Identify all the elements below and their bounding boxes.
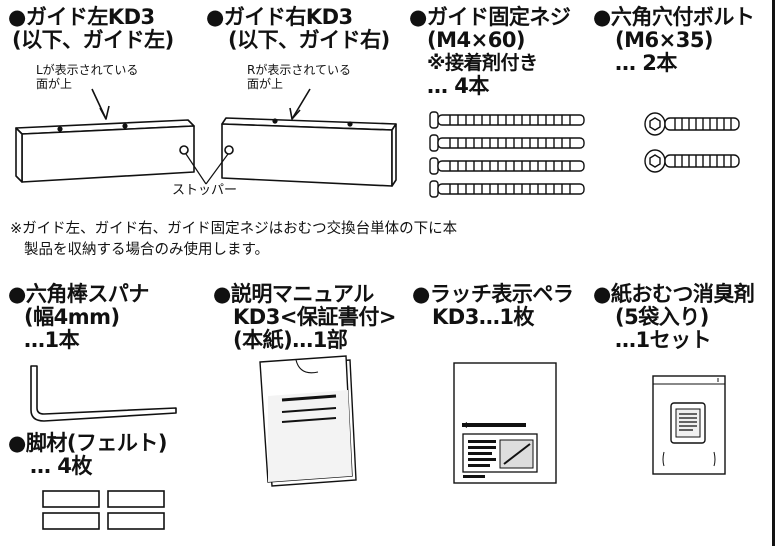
item-quantity: … 4枚 xyxy=(30,454,92,478)
item-guide-right: ●ガイド右KD3 (以下、ガイド右) xyxy=(206,6,390,52)
label-line: Lが表示されている xyxy=(36,63,139,77)
label-stopper: ストッパー xyxy=(172,183,238,198)
label-line: Rが表示されている xyxy=(247,63,351,77)
item-spec: (幅4mm) xyxy=(24,305,120,329)
item-spec: KD3<保証書付> xyxy=(233,305,397,329)
item-spec: (M6×35) xyxy=(615,28,714,52)
latch-label-illustration xyxy=(453,362,557,484)
item-title: ●ガイド右KD3 xyxy=(206,5,353,29)
manual-illustration xyxy=(259,355,357,487)
item-quantity: … 2本 xyxy=(615,51,677,75)
usage-note: ※ガイド左、ガイド右、ガイド固定ネジはおむつ交換台単体の下に本 製品を収納する場… xyxy=(10,219,457,261)
item-title: ●ラッチ表示ペラ xyxy=(412,282,574,306)
item-subtitle: (以下、ガイド左) xyxy=(12,28,174,52)
item-title: ●六角棒スパナ xyxy=(8,282,149,306)
item-title: ●説明マニュアル xyxy=(213,282,374,306)
item-title: ●ガイド固定ネジ xyxy=(409,5,571,29)
page-right-border xyxy=(772,0,775,546)
item-feet: ●脚材(フェルト) … 4枚 xyxy=(8,431,168,478)
guide-right-illustration xyxy=(221,88,397,187)
hex-wrench-illustration xyxy=(30,365,177,422)
item-deodorant: ●紙おむつ消臭剤 (5袋入り) …1セット xyxy=(593,282,755,352)
item-quantity: …1本 xyxy=(24,328,80,352)
guide-left-illustration xyxy=(15,88,195,183)
guide-screws-illustration xyxy=(429,111,585,198)
item-title: ●紙おむつ消臭剤 xyxy=(593,282,755,306)
item-adhesive-note: ※接着剤付き xyxy=(427,52,538,74)
item-guide-left: ●ガイド左KD3 (以下、ガイド左) xyxy=(8,6,174,52)
item-manual: ●説明マニュアル KD3<保証書付> (本紙)…1部 xyxy=(213,282,397,352)
item-hex-wrench: ●六角棒スパナ (幅4mm) …1本 xyxy=(8,283,149,352)
deodorant-pack-illustration xyxy=(652,375,726,475)
item-latch-label: ●ラッチ表示ペラ KD3…1枚 xyxy=(412,282,574,329)
label-line: 面が上 xyxy=(36,77,73,91)
item-quantity: KD3…1枚 xyxy=(432,305,534,329)
note-line: 製品を収納する場合のみ使用します。 xyxy=(24,242,270,258)
note-line: ※ガイド左、ガイド右、ガイド固定ネジはおむつ交換台単体の下に本 xyxy=(10,221,458,237)
item-guide-screw: ●ガイド固定ネジ (M4×60) ※接着剤付き … 4本 xyxy=(409,5,571,98)
label-r-face: Rが表示されている 面が上 xyxy=(247,63,351,91)
hex-bolts-illustration xyxy=(644,112,740,173)
item-title: ●脚材(フェルト) xyxy=(8,431,168,455)
item-quantity: …1セット xyxy=(615,328,712,352)
felt-pads-illustration xyxy=(42,490,165,530)
item-title: ●六角穴付ボルト xyxy=(593,5,755,29)
item-spec: (M4×60) xyxy=(427,28,526,52)
item-subtitle: (以下、ガイド右) xyxy=(228,28,390,52)
label-line: 面が上 xyxy=(247,77,284,91)
item-title: ●ガイド左KD3 xyxy=(8,5,155,29)
item-spec: (5袋入り) xyxy=(615,305,709,329)
label-l-face: Lが表示されている 面が上 xyxy=(36,63,138,91)
item-hex-bolt: ●六角穴付ボルト (M6×35) … 2本 xyxy=(593,5,755,75)
stopper-callout-lines xyxy=(185,153,229,185)
item-quantity: … 4本 xyxy=(427,74,489,98)
item-quantity: (本紙)…1部 xyxy=(233,328,348,352)
